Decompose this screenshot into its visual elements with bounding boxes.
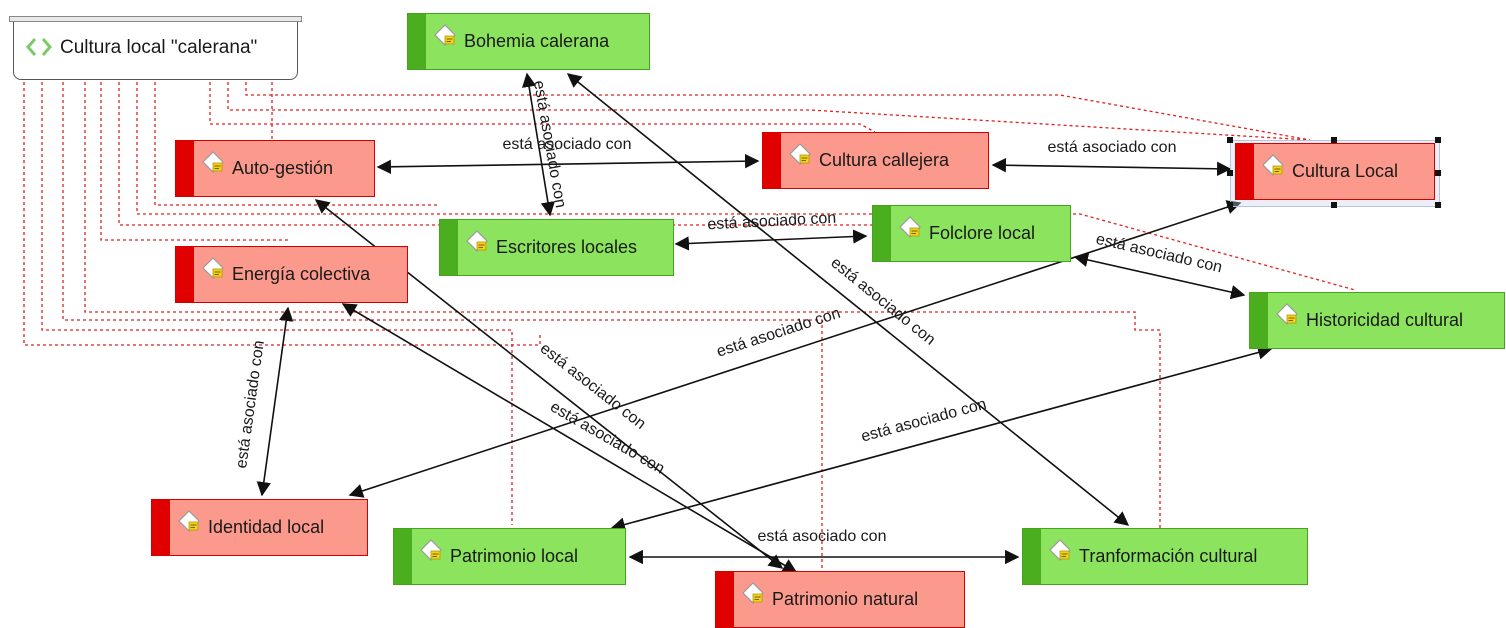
concept-icon [178,510,200,532]
group-label: Cultura local "calerana" [60,37,258,58]
concept-icon [466,230,488,252]
node-color-bar [716,572,734,627]
association-label: está asociado con [707,210,837,234]
concept-icon [202,257,224,279]
concept-node-bohemia[interactable]: Bohemia calerana [407,13,650,70]
concept-node-patrimoniolocal[interactable]: Patrimonio local [393,528,626,585]
concept-node-culturacallejera[interactable]: Cultura callejera [762,132,989,189]
concept-node-transformacion[interactable]: Tranformación cultural [1022,528,1308,585]
association-label: está asociado con [859,396,988,446]
node-label: Historicidad cultural [1306,310,1464,330]
association-link [991,158,1232,176]
concept-icon [742,582,764,604]
concept-icon [789,143,811,165]
membership-dashed-line [136,82,1356,291]
node-label: Cultura callejera [819,150,950,170]
node-label: Escritores locales [496,237,638,257]
concept-node-escritores[interactable]: Escritores locales [439,219,674,276]
group-diamond-icon [26,38,52,56]
association-label: está asociado con [827,254,938,348]
selection-handle[interactable] [1331,202,1337,208]
concept-node-autogestion[interactable]: Auto-gestión [175,140,375,197]
node-label: Cultura Local [1292,161,1399,181]
node-color-bar [440,220,458,275]
node-label: Folclore local [929,223,1036,243]
concept-node-folclore[interactable]: Folclore local [872,205,1071,262]
association-label: está asociado con [715,305,843,361]
concept-node-historicidad[interactable]: Historicidad cultural [1249,292,1505,349]
node-label: Bohemia calerana [464,31,610,51]
concept-node-patrimonionatural[interactable]: Patrimonio natural [715,571,965,628]
node-label: Energía colectiva [232,264,371,284]
group-title-bar [9,16,302,22]
concept-node-identidad[interactable]: Identidad local [151,499,368,556]
association-label: está asociado con [233,339,268,469]
node-color-bar [176,141,194,196]
node-color-bar [763,133,781,188]
concept-icon [420,539,442,561]
node-label: Tranformación cultural [1079,546,1258,566]
node-label: Auto-gestión [232,158,334,178]
concept-icon [202,151,224,173]
concept-icon [899,216,921,238]
concept-icon [1276,303,1298,325]
association-label: está asociado con [1094,231,1224,277]
selection-handle[interactable] [1331,137,1337,143]
selection-handle[interactable] [1227,137,1233,143]
association-label: está asociado con [758,528,887,545]
association-link [376,154,760,174]
concept-node-energia[interactable]: Energía colectiva [175,246,408,303]
selection-handle[interactable] [1227,169,1233,176]
node-label: Patrimonio local [450,546,579,566]
node-color-bar [1023,529,1041,584]
node-label: Patrimonio natural [772,589,919,609]
concept-icon [1262,154,1284,176]
association-link [610,345,1273,532]
node-color-bar [152,500,170,555]
node-color-bar [1250,293,1268,348]
concept-icon [434,24,456,46]
concept-icon [1049,539,1071,561]
association-label: está asociado con [1048,139,1177,156]
selection-handle[interactable] [1227,202,1233,208]
selection-handle[interactable] [1435,202,1441,208]
node-color-bar [408,14,426,69]
node-color-bar [1236,144,1254,199]
node-color-bar [873,206,891,261]
concept-node-culturalocal[interactable]: Cultura Local [1235,143,1435,200]
membership-dashed-line [100,82,290,241]
association-link [521,72,556,217]
group-cultura-local-calerana[interactable]: Cultura local "calerana" [9,16,302,80]
node-color-bar [176,247,194,302]
association-label: está asociado con [503,136,632,153]
association-link [256,306,294,497]
selection-handle[interactable] [1435,137,1441,143]
node-color-bar [394,529,412,584]
selection-handle[interactable] [1435,169,1441,176]
node-label: Identidad local [208,517,325,537]
